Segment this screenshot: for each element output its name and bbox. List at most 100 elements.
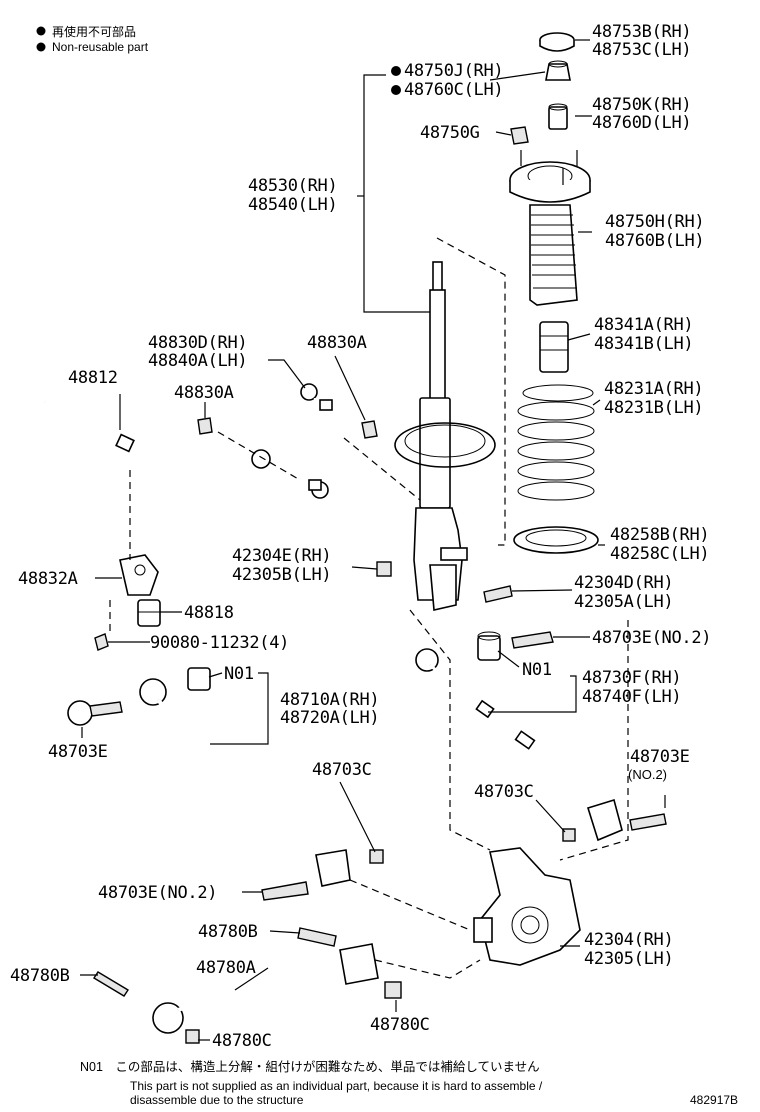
non-reusable-bullet-icon (391, 66, 401, 76)
label-48753c: 48753C(LH) (592, 40, 691, 60)
label-48750g: 48750G (420, 123, 480, 143)
stabilizer-bushing-part (137, 599, 161, 627)
label-42304e: 42304E(RH) (232, 546, 331, 566)
label-48830a-left: 48830A (174, 383, 234, 403)
bracket-bolt-part (94, 633, 109, 651)
label-48753b: 48753B(RH) (592, 22, 691, 42)
label-48703e-no2-left: 48703E(NO.2) (98, 883, 217, 903)
label-48720a: 48720A(LH) (280, 708, 379, 728)
label-48703e-left: 48703E (48, 742, 108, 762)
label-48258c: 48258C(LH) (610, 544, 709, 564)
label-48780c-bottom: 48780C (212, 1031, 272, 1051)
label-48750k: 48750K(RH) (592, 95, 691, 115)
stabilizer-bar-part (44, 399, 265, 535)
upper-support-part (509, 150, 591, 203)
link-nut-part (197, 417, 213, 435)
legend-en-text: Non-reusable part (52, 40, 149, 54)
arm-end-bolt-part (629, 813, 667, 831)
label-no2-small: (NO.2) (628, 767, 667, 782)
label-48231b: 48231B(LH) (604, 398, 703, 418)
stabilizer-bracket-part (119, 554, 159, 596)
lower-control-arm-part (152, 943, 379, 1034)
bump-stopper-part (539, 321, 569, 373)
upper-arm-bolt-part (261, 881, 309, 901)
lower-arm-nut-part (384, 981, 402, 999)
dust-boot-part (529, 204, 578, 306)
arm-bushing-n01-part (187, 667, 211, 691)
label-48540: 48540(LH) (248, 195, 337, 215)
lower-arm-nut2-part (185, 1029, 200, 1044)
upper-control-arm-part (139, 678, 351, 887)
label-48703e-no2-right: 48703E(NO.2) (592, 628, 711, 648)
label-42305b: 42305B(LH) (232, 565, 331, 585)
drawing-id: 482917B (690, 1093, 738, 1107)
label-48710a: 48710A(RH) (280, 690, 379, 710)
assembly-dashed-lines (109, 237, 629, 979)
stabilizer-marker (115, 433, 135, 453)
label-48341b: 48341B(LH) (594, 334, 693, 354)
link-nut-part (361, 420, 378, 439)
label-48780b-top: 48780B (198, 922, 258, 942)
label-n01-right: N01 (522, 660, 552, 680)
upper-arm-nut-part (369, 849, 384, 864)
strut-cap-part (539, 32, 575, 52)
non-reusable-bullet-icon (36, 42, 46, 52)
label-48750h: 48750H(RH) (605, 212, 704, 232)
label-48832a: 48832A (18, 569, 78, 589)
strut-lower-bolt-part (483, 585, 513, 603)
label-42305: 42305(LH) (584, 949, 673, 969)
lower-arm-left-bolt-part (93, 971, 129, 997)
label-48730f: 48730F(RH) (582, 668, 681, 688)
label-48341a: 48341A(RH) (594, 315, 693, 335)
stabilizer-end-eye (251, 449, 271, 469)
mount-nut-part (510, 126, 529, 145)
label-48780a: 48780A (196, 958, 256, 978)
lateral-arm-part (415, 648, 623, 842)
arm-nut-part (562, 828, 576, 842)
spring-insulator-part (513, 526, 599, 554)
label-48530: 48530(RH) (248, 176, 337, 196)
arm-bushing-part (477, 631, 501, 661)
label-48780c-right: 48780C (370, 1015, 430, 1035)
non-reusable-bullet-icon (391, 85, 401, 95)
label-48818: 48818 (184, 603, 234, 623)
label-48760c: 48760C(LH) (404, 80, 503, 100)
legend-jp-text: 再使用不可部品 (52, 24, 136, 39)
label-48830a-top: 48830A (307, 333, 367, 353)
label-48830d: 48830D(RH) (148, 333, 247, 353)
label-42304d: 42304D(RH) (574, 573, 673, 593)
label-90080: 90080-11232(4) (150, 633, 289, 653)
stabilizer-link-part (300, 383, 333, 499)
leader-lines (80, 39, 666, 1041)
label-48750j: 48750J(RH) (404, 61, 503, 81)
label-n01-left: N01 (224, 664, 254, 684)
label-48231a: 48231A(RH) (604, 379, 703, 399)
label-48780b-left: 48780B (10, 966, 70, 986)
rear-axle-carrier-part (473, 847, 581, 966)
coil-spring-part (517, 384, 595, 501)
strut-bolt-nut-part (376, 561, 392, 577)
footnote-n01-en-line2: disassemble due to the structure (130, 1093, 304, 1107)
label-48760d: 48760D(LH) (592, 113, 691, 133)
label-48703c-right: 48703C (474, 782, 534, 802)
label-48703c-mid: 48703C (312, 760, 372, 780)
label-42305a: 42305A(LH) (574, 592, 673, 612)
label-48703e-right: 48703E (630, 747, 690, 767)
footnote-n01-jp: N01 この部品は、構造上分解・組付けが困難なため、単品では補給していません (80, 1059, 540, 1074)
camber-bolt-part (67, 700, 123, 726)
label-48760b: 48760B(LH) (605, 231, 704, 251)
lower-arm-bolt-part (297, 927, 337, 947)
arm-bolt-part (511, 631, 554, 649)
strut-nut-part (545, 60, 571, 81)
non-reusable-bullet-icon (36, 26, 46, 36)
label-48258b: 48258B(RH) (610, 525, 709, 545)
label-48740f: 48740F(LH) (582, 687, 681, 707)
mount-bushing-part (548, 103, 568, 130)
label-48840a: 48840A(LH) (148, 351, 247, 371)
label-48812: 48812 (68, 368, 118, 388)
footnote-n01-en-line1: This part is not supplied as an individu… (130, 1079, 543, 1093)
shock-absorber-part (394, 261, 496, 611)
label-42304: 42304(RH) (584, 930, 673, 950)
